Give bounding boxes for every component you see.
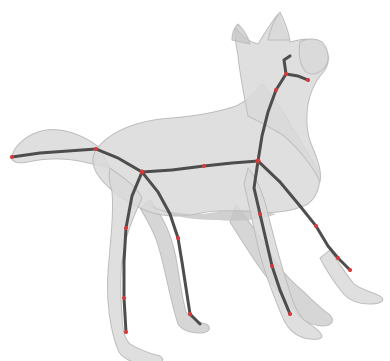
joint [256,159,261,164]
joint [94,147,98,151]
joint [122,296,126,300]
wolf-mesh [12,12,383,361]
joint [124,226,128,230]
mesh-right-paw [320,250,383,304]
mesh-far-hind-leg [140,200,209,333]
joint [10,155,14,159]
joint [202,164,206,168]
mesh-snout [299,39,328,74]
joint [348,268,352,272]
joint [140,170,145,175]
joint [314,224,318,228]
joint [274,88,278,92]
joint [188,312,192,316]
joint [288,312,292,316]
joint [284,72,288,76]
joint [258,212,262,216]
joint [336,256,340,260]
joint [306,78,310,82]
joint [124,330,128,334]
mesh-far-ear [232,24,250,44]
joint [270,264,274,268]
joint [176,236,180,240]
